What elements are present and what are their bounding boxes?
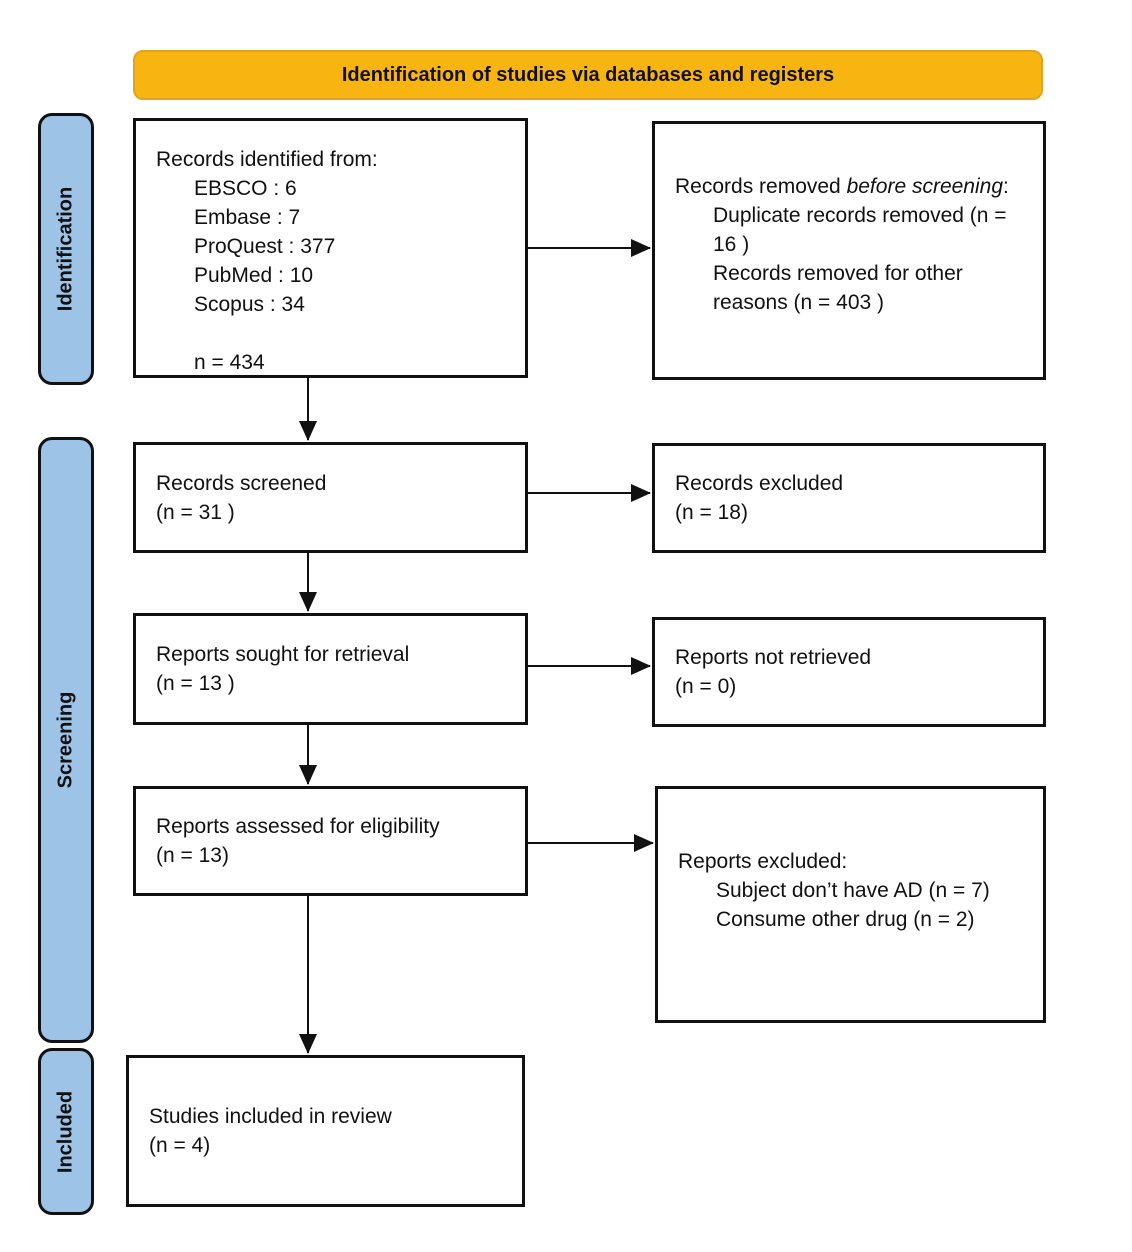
source-scopus: Scopus : 34 [194, 293, 305, 316]
stage-identification-label: Identification [54, 186, 77, 312]
studies-included-box: Studies included in review (n = 4) [126, 1055, 525, 1207]
records-removed-title: Records removed before screening: [675, 175, 1009, 198]
records-screened-count: (n = 31 ) [156, 500, 235, 524]
stage-included-label: Included [54, 1090, 77, 1173]
removed-reason-other: Records removed for other reasons (n = 4… [713, 262, 963, 314]
studies-included-count: (n = 4) [149, 1134, 211, 1157]
diagram-title: Identification of studies via databases … [341, 63, 835, 86]
stage-screening: Screening [38, 437, 94, 1043]
reports-assessed-label: Reports assessed for eligibility [156, 815, 440, 838]
reports-not-retrieved-count: (n = 0) [675, 675, 737, 698]
stage-identification: Identification [38, 113, 94, 385]
records-identified-total: n = 434 [194, 351, 265, 374]
reports-excluded-box: Reports excluded: Subject don’t have AD … [655, 786, 1046, 1023]
reports-sought-label: Reports sought for retrieval [156, 643, 410, 666]
reports-assessed-box: Reports assessed for eligibility (n = 13… [133, 786, 528, 896]
reports-sought-count: (n = 13 ) [156, 672, 235, 695]
reports-excluded-title: Reports excluded: [678, 850, 848, 873]
stage-screening-label: Screening [54, 691, 77, 789]
records-screened-label: Records screened [156, 471, 327, 495]
excluded-reason-other-drug: Consume other drug (n = 2) [716, 908, 975, 931]
records-excluded-box: Records excluded (n = 18) [652, 443, 1046, 553]
source-embase: Embase : 7 [194, 206, 301, 229]
source-ebsco: EBSCO : 6 [194, 177, 297, 200]
removed-reason-duplicates: Duplicate records removed (n = 16 ) [713, 204, 1007, 256]
diagram-header-banner: Identification of studies via databases … [133, 50, 1043, 100]
records-identified-box: Records identified from: EBSCO : 6 Embas… [133, 118, 528, 378]
excluded-reason-no-ad: Subject don’t have AD (n = 7) [716, 879, 990, 902]
reports-sought-box: Reports sought for retrieval (n = 13 ) [133, 613, 528, 725]
studies-included-label: Studies included in review [149, 1105, 392, 1128]
reports-not-retrieved-box: Reports not retrieved (n = 0) [652, 617, 1046, 727]
reports-assessed-count: (n = 13) [156, 844, 229, 867]
records-removed-box: Records removed before screening: Duplic… [652, 121, 1046, 380]
reports-not-retrieved-label: Reports not retrieved [675, 646, 872, 669]
stage-included: Included [38, 1048, 94, 1215]
source-proquest: ProQuest : 377 [194, 235, 336, 258]
records-identified-title: Records identified from: [156, 148, 378, 171]
records-screened-box: Records screened (n = 31 ) [133, 442, 528, 553]
records-excluded-count: (n = 18) [675, 501, 748, 524]
records-excluded-label: Records excluded [675, 472, 844, 495]
source-pubmed: PubMed : 10 [194, 264, 314, 287]
